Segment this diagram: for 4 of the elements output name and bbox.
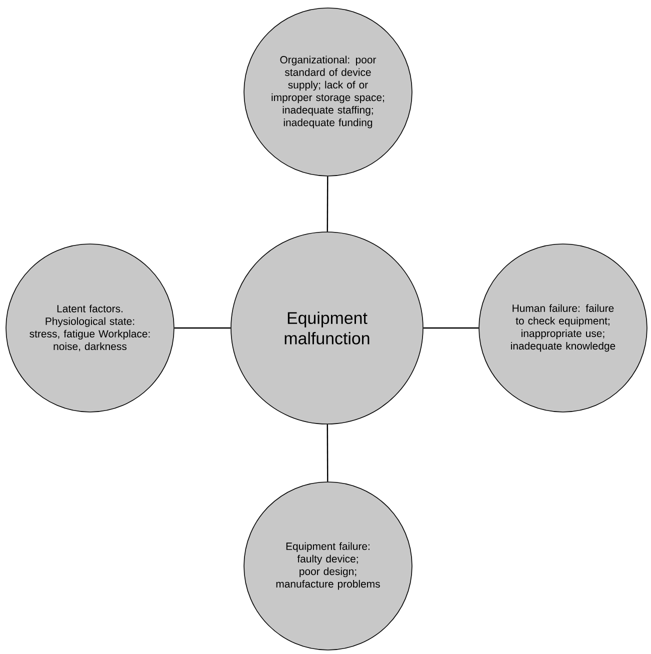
connector-line	[423, 327, 479, 329]
connector-line	[326, 176, 328, 232]
connector-line	[174, 327, 231, 329]
connector-line	[326, 424, 328, 482]
